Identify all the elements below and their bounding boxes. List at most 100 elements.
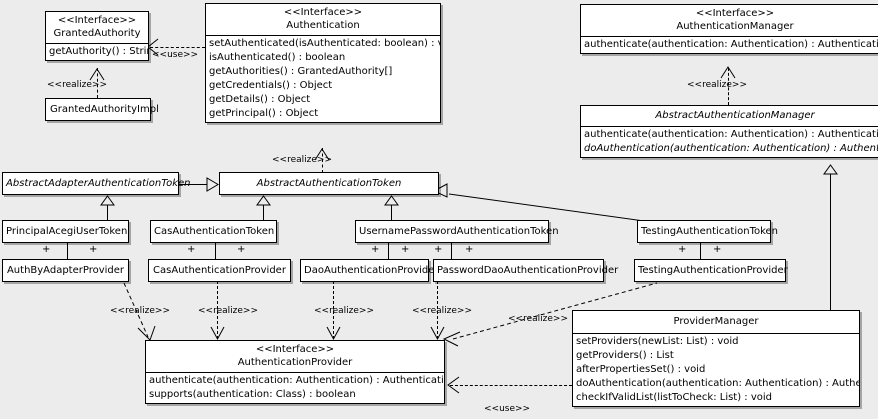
stereotype-label: <<Interface>>: [255, 344, 335, 355]
class-name-label: CasAuthenticationToken: [154, 226, 275, 237]
class-header-abstract-adapter-authentication-token: AbstractAdapterAuthenticationToken: [3, 173, 191, 194]
class-name-label: GrantedAuthorityImpl: [50, 104, 159, 115]
class-authentication-provider[interactable]: <<Interface>> AuthenticationProvider aut…: [145, 340, 445, 404]
class-username-password-authentication-token[interactable]: UsernamePasswordAuthenticationToken: [355, 220, 559, 243]
class-header-testing-authentication-token: TestingAuthenticationToken: [638, 221, 779, 242]
class-granted-authority[interactable]: <<Interface>> GrantedAuthority getAuthor…: [45, 11, 149, 61]
class-testing-authentication-provider[interactable]: TestingAuthenticationProvider: [634, 259, 788, 282]
divider: [573, 333, 859, 334]
association-plus-marker: +: [187, 244, 196, 255]
class-dao-authentication-provider[interactable]: DaoAuthenticationProvider: [300, 259, 439, 282]
generalization-arrowhead-abstractauthenticationtoken-cas: [256, 195, 271, 206]
class-name-label: AbstractAdapterAuthenticationToken: [6, 178, 191, 189]
operation-row: isAuthenticated() : boolean: [209, 52, 346, 63]
generalization-line-principalacegiusertoken: [107, 204, 108, 221]
generalization-line-abstractadapter: [178, 184, 208, 185]
class-name-label: PasswordDaoAuthenticationProvider: [437, 265, 619, 276]
class-name-label: UsernamePasswordAuthenticationToken: [359, 226, 559, 237]
operation-row: authenticate(authentication: Authenticat…: [149, 375, 444, 386]
generalization-arrowhead-abstractauthenticationtoken-testing: [432, 183, 448, 198]
operation-row: getAuthority() : String: [49, 46, 148, 57]
realize-arrowhead-authenticationprovider-cas: [210, 326, 225, 341]
class-principal-acegi-user-token[interactable]: PrincipalAcegiUserToken: [2, 220, 129, 243]
class-authentication[interactable]: <<Interface>> Authentication setAuthenti…: [205, 3, 441, 123]
use-line-providermanager-authenticationprovider: [450, 385, 572, 386]
operations-compartment: authenticate(authentication: Authenticat…: [581, 37, 878, 53]
association-line-dao: [388, 242, 389, 260]
class-name-label: AuthenticationProvider: [237, 357, 353, 368]
class-name-label: Authentication: [286, 20, 360, 31]
class-auth-by-adapter-provider[interactable]: AuthByAdapterProvider: [2, 259, 129, 282]
class-name-label: AuthenticationManager: [676, 21, 794, 32]
class-header-authentication: <<Interface>> Authentication: [206, 4, 440, 35]
divider: [46, 43, 148, 44]
class-cas-authentication-provider[interactable]: CasAuthenticationProvider: [148, 259, 291, 282]
operations-compartment: authenticate(authentication: Authenticat…: [146, 373, 444, 403]
operation-row: authenticate(authentication: Authenticat…: [584, 39, 878, 50]
realize-arrowhead-authenticationmanager: [720, 66, 736, 79]
class-granted-authority-impl[interactable]: GrantedAuthorityImpl: [45, 98, 159, 121]
class-authentication-manager[interactable]: <<Interface>> AuthenticationManager auth…: [580, 4, 878, 54]
realize-line-abstractauthenticationtoken: [322, 148, 323, 173]
realize-line-grantedauthorityimpl: [97, 68, 98, 98]
realize-line-authbyadapterprovider: [123, 282, 149, 338]
use-label-grantedauthority: <<use>>: [152, 50, 199, 60]
class-header-cas-authentication-provider: CasAuthenticationProvider: [149, 260, 290, 281]
operation-row: doAuthentication(authentication: Authent…: [584, 143, 878, 154]
generalization-arrowhead-abstractauthenticationtoken-left: [206, 177, 219, 192]
realize-arrowhead-authenticationprovider-testing: [442, 331, 461, 347]
class-name-label: TestingAuthenticationToken: [641, 226, 779, 237]
class-header-abstract-authentication-manager: AbstractAuthenticationManager: [581, 106, 878, 126]
generalization-line-providermanager: [830, 174, 831, 311]
class-cas-authentication-token[interactable]: CasAuthenticationToken: [150, 220, 277, 243]
class-name-label: TestingAuthenticationProvider: [638, 265, 788, 276]
generalization-arrowhead-abstractauthenticationmanager: [823, 164, 838, 175]
use-label-providermanager: <<use>>: [484, 404, 531, 414]
realize-arrowhead-grantedauthority: [89, 68, 105, 81]
class-abstract-authentication-token[interactable]: AbstractAuthenticationToken: [219, 172, 439, 195]
class-name-label: DaoAuthenticationProvider: [304, 265, 439, 276]
stereotype-label: <<Interface>>: [283, 7, 363, 18]
divider: [146, 372, 444, 373]
realize-label-casauthenticationprovider: <<realize>>: [198, 306, 258, 316]
divider: [206, 35, 440, 36]
realize-line-passworddaoauthenticationprovider: [437, 281, 438, 339]
divider: [581, 126, 878, 127]
association-line-testing: [700, 242, 701, 260]
realize-arrowhead-authenticationprovider-passworddao: [430, 326, 445, 341]
association-plus-marker: +: [678, 244, 687, 255]
generalization-line-testingauthenticationtoken: [448, 193, 645, 222]
operations-compartment: getAuthority() : String: [46, 44, 148, 60]
class-header-granted-authority: <<Interface>> GrantedAuthority: [46, 12, 148, 43]
class-name-label: ProviderManager: [673, 316, 759, 327]
realize-line-casauthenticationprovider: [217, 281, 218, 339]
realize-label-testingauthenticationprovider: <<realize>>: [508, 314, 568, 324]
class-header-password-dao-authentication-provider: PasswordDaoAuthenticationProvider: [434, 260, 619, 281]
class-provider-manager[interactable]: ProviderManager setProviders(newList: Li…: [572, 310, 860, 407]
realize-line-abstractauthenticationmanager: [728, 68, 729, 105]
generalization-arrowhead-abstractauthenticationtoken-upat: [384, 195, 399, 206]
realize-label-passworddaoauthenticationprovider: <<realize>>: [412, 306, 472, 316]
realize-line-testingauthenticationprovider: [452, 282, 658, 340]
association-plus-marker: +: [713, 244, 722, 255]
association-plus-marker: +: [434, 244, 443, 255]
operation-row: authenticate(authentication: Authenticat…: [584, 129, 878, 140]
class-password-dao-authentication-provider[interactable]: PasswordDaoAuthenticationProvider: [433, 259, 619, 282]
association-plus-marker: +: [371, 244, 380, 255]
class-name-label: AbstractAuthenticationToken: [256, 178, 402, 189]
realize-line-daoauthenticationprovider: [333, 281, 334, 339]
class-testing-authentication-token[interactable]: TestingAuthenticationToken: [637, 220, 779, 243]
class-header-dao-authentication-provider: DaoAuthenticationProvider: [301, 260, 439, 281]
operations-compartment: setProviders(newList: List) : void getPr…: [573, 334, 859, 406]
association-plus-marker: +: [401, 244, 410, 255]
realize-label-abstractauthenticationtoken: <<realize>>: [272, 155, 332, 165]
class-abstract-adapter-authentication-token[interactable]: AbstractAdapterAuthenticationToken: [2, 172, 191, 195]
class-header-principal-acegi-user-token: PrincipalAcegiUserToken: [3, 221, 128, 242]
stereotype-label: <<Interface>>: [57, 15, 137, 26]
operation-row: getCredentials() : Object: [209, 80, 333, 91]
operation-row: afterPropertiesSet() : void: [576, 364, 706, 375]
operation-row: supports(authentication: Class) : boolea…: [149, 389, 356, 400]
generalization-line-casauthenticationtoken: [263, 204, 264, 221]
class-abstract-authentication-manager[interactable]: AbstractAuthenticationManager authentica…: [580, 105, 878, 158]
